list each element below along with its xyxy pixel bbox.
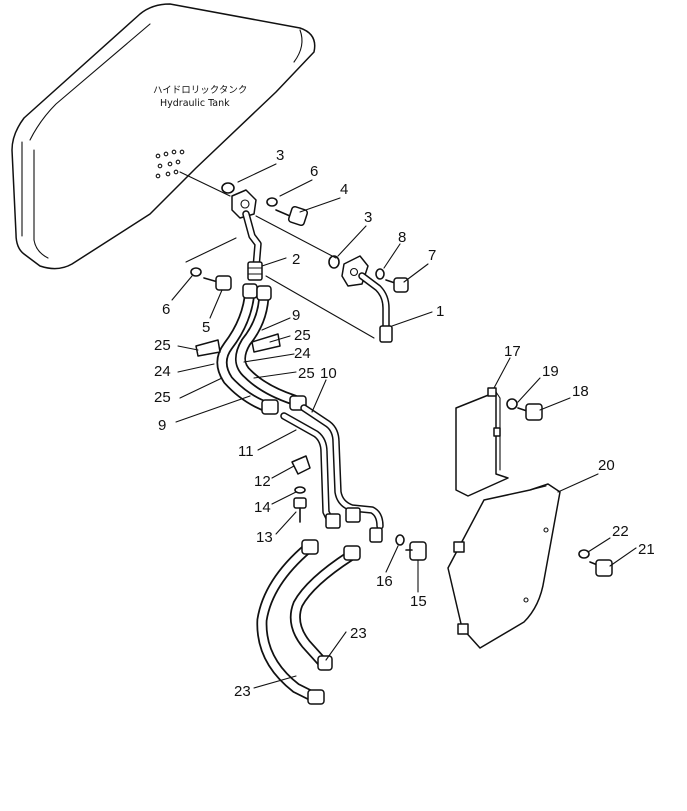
callout-7: 7 bbox=[428, 247, 436, 264]
o-ring-upper bbox=[221, 182, 235, 194]
callout-11: 11 bbox=[238, 443, 254, 460]
callout-24-a: 24 bbox=[294, 345, 311, 362]
bolt-21 bbox=[589, 559, 613, 577]
washer-22 bbox=[578, 549, 590, 559]
callout-3-lower: 3 bbox=[364, 209, 372, 226]
callout-18: 18 bbox=[572, 383, 589, 400]
callout-6-upper: 6 bbox=[310, 163, 318, 180]
pipes-10-11 bbox=[280, 404, 384, 543]
callout-15: 15 bbox=[410, 593, 427, 610]
bolt-15 bbox=[405, 541, 427, 561]
callout-22: 22 bbox=[612, 523, 629, 540]
tank-bolt-pattern bbox=[155, 149, 185, 179]
washer-16 bbox=[395, 534, 405, 546]
pad-25-right bbox=[251, 333, 281, 353]
hose-23-pair bbox=[256, 539, 361, 705]
callout-5: 5 bbox=[202, 319, 210, 336]
callout-1: 1 bbox=[436, 303, 444, 320]
bolt-7 bbox=[385, 277, 409, 293]
callout-23-right: 23 bbox=[350, 625, 367, 642]
callout-25-b: 25 bbox=[154, 337, 171, 354]
washer-8 bbox=[375, 268, 385, 280]
callout-23-left: 23 bbox=[234, 683, 251, 700]
callout-2: 2 bbox=[292, 251, 300, 268]
bolt-left bbox=[203, 275, 232, 291]
callout-25-d: 25 bbox=[154, 389, 171, 406]
callout-14: 14 bbox=[254, 499, 271, 516]
washer-14 bbox=[294, 486, 306, 494]
callout-20: 20 bbox=[598, 457, 615, 474]
callout-3-upper: 3 bbox=[276, 147, 284, 164]
callout-17: 17 bbox=[504, 343, 521, 360]
callout-9-lower: 9 bbox=[158, 417, 166, 434]
bracket-17 bbox=[455, 387, 509, 497]
callout-13: 13 bbox=[256, 529, 273, 546]
pipe-assembly bbox=[341, 255, 393, 343]
washer-upper bbox=[266, 197, 278, 207]
callout-9-upper: 9 bbox=[292, 307, 300, 324]
tank-label-jp: ハイドロリックタンク bbox=[153, 85, 247, 96]
callout-16: 16 bbox=[376, 573, 393, 590]
callout-24-b: 24 bbox=[154, 363, 171, 380]
callout-8: 8 bbox=[398, 229, 406, 246]
callout-25-c: 25 bbox=[298, 365, 315, 382]
leader-lines bbox=[171, 163, 637, 689]
callout-19: 19 bbox=[542, 363, 559, 380]
bolt-upper bbox=[275, 205, 309, 227]
callout-6-lower: 6 bbox=[162, 301, 170, 318]
callout-12: 12 bbox=[254, 473, 271, 490]
callout-4: 4 bbox=[340, 181, 348, 198]
tank-label-en: Hydraulic Tank bbox=[160, 98, 230, 109]
hydraulic-tank: ハイドロリックタンク Hydraulic Tank bbox=[11, 3, 316, 270]
suction-elbow bbox=[231, 189, 263, 281]
pad-25-left bbox=[195, 339, 221, 357]
clamp-12 bbox=[291, 455, 311, 475]
callout-10: 10 bbox=[320, 365, 337, 382]
o-ring-lower bbox=[328, 255, 340, 269]
callout-21: 21 bbox=[638, 541, 655, 558]
washer-left bbox=[190, 267, 202, 277]
bolt-18 bbox=[517, 403, 543, 421]
callout-25-a: 25 bbox=[294, 327, 311, 344]
bolt-13 bbox=[293, 497, 307, 523]
washer-19 bbox=[506, 398, 518, 410]
cover-20 bbox=[447, 483, 561, 649]
callout-labels: 3 6 4 3 8 7 2 6 5 1 9 25 25 24 24 25 10 … bbox=[154, 147, 655, 700]
